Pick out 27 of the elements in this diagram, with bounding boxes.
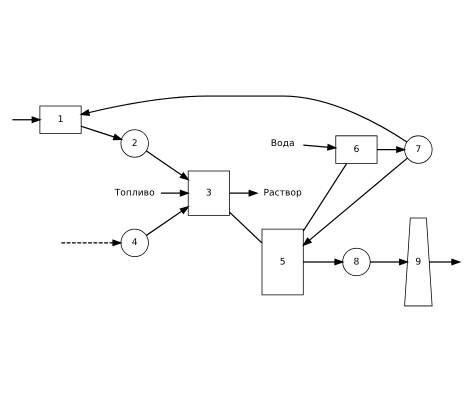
node-text: Вода — [270, 137, 295, 148]
node-box: 3 — [188, 170, 230, 216]
node-box: 6 — [335, 134, 378, 164]
arrow — [370, 258, 410, 266]
node-text: Топливо — [114, 187, 155, 198]
connector — [302, 162, 348, 231]
arrow — [429, 258, 462, 266]
arrow — [81, 125, 124, 140]
node-circle: 2 — [120, 128, 149, 158]
node-circle: 4 — [120, 228, 149, 256]
arrow — [146, 205, 190, 236]
arrow — [12, 116, 42, 123]
arrow — [377, 146, 406, 153]
arrow — [160, 189, 190, 196]
arrow — [303, 258, 344, 266]
arrow — [61, 238, 122, 246]
node-box: 5 — [262, 228, 304, 295]
arrow — [302, 157, 408, 246]
arrow — [303, 143, 338, 150]
node-circle: 7 — [404, 134, 432, 164]
arrow — [230, 189, 259, 196]
arrow — [80, 94, 408, 142]
connector — [229, 211, 262, 243]
node-text: Раствор — [263, 187, 302, 198]
node-circle: 8 — [342, 247, 371, 276]
node-box: 1 — [40, 105, 82, 134]
arrow — [146, 150, 190, 180]
